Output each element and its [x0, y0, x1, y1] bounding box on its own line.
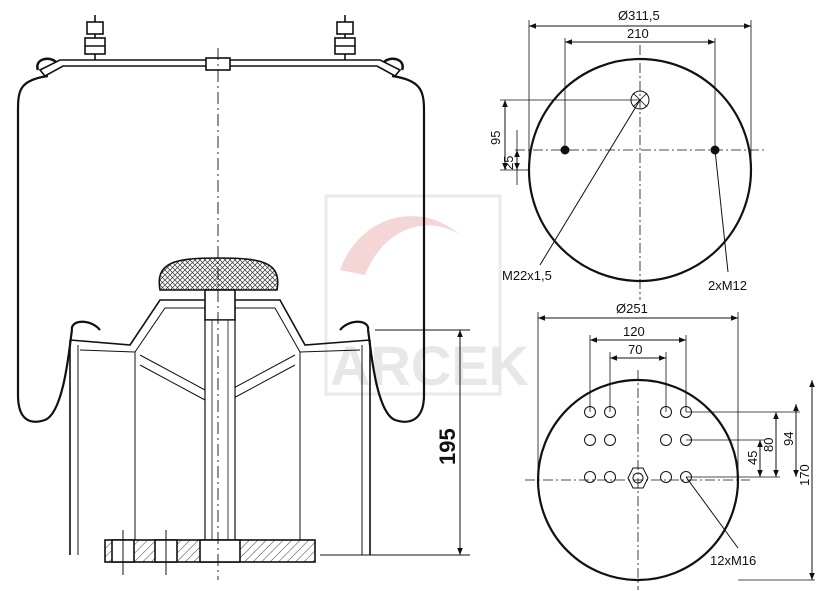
- top-offset-95-label: 95: [488, 131, 503, 145]
- top-diameter-label: Ø311,5: [618, 8, 660, 23]
- watermark-brand: ARCEK: [330, 334, 529, 397]
- bolt-thread-label: 2xM12: [708, 278, 747, 293]
- bottom-diameter-label: Ø251: [616, 301, 648, 316]
- top-stud-right: [334, 15, 356, 60]
- air-spring-side-view: [16, 15, 470, 580]
- bottom-vertical-170-label: 170: [797, 464, 812, 486]
- top-plate: [36, 57, 404, 78]
- top-bolt-spacing-label: 210: [627, 26, 649, 41]
- bottom-plate-view: [525, 312, 815, 590]
- top-stud-left: [84, 15, 106, 60]
- center-nut: [627, 467, 649, 489]
- bellows-outline: [16, 74, 426, 423]
- bottom-spacing-70-label: 70: [628, 342, 642, 357]
- bottom-vertical-94-label: 94: [781, 432, 796, 446]
- top-offset-25-label: 25: [501, 156, 516, 170]
- center-rod: [204, 319, 236, 546]
- center-thread-label: M22x1,5: [502, 268, 552, 283]
- bottom-thread-label: 12xM16: [710, 553, 756, 568]
- base-plate: [104, 530, 316, 575]
- watermark-logo: ARCEK: [324, 194, 529, 397]
- top-plate-view: [500, 20, 765, 300]
- watermark-swoosh: [340, 216, 460, 275]
- height-label: 195: [435, 428, 460, 465]
- rubber-bumper: [158, 257, 279, 321]
- watermark-frame: [324, 194, 502, 396]
- bottom-vertical-45-label: 45: [745, 451, 760, 465]
- height-dimension: [320, 329, 470, 556]
- bottom-spacing-120-label: 120: [623, 324, 645, 339]
- bottom-vertical-80-label: 80: [761, 438, 776, 452]
